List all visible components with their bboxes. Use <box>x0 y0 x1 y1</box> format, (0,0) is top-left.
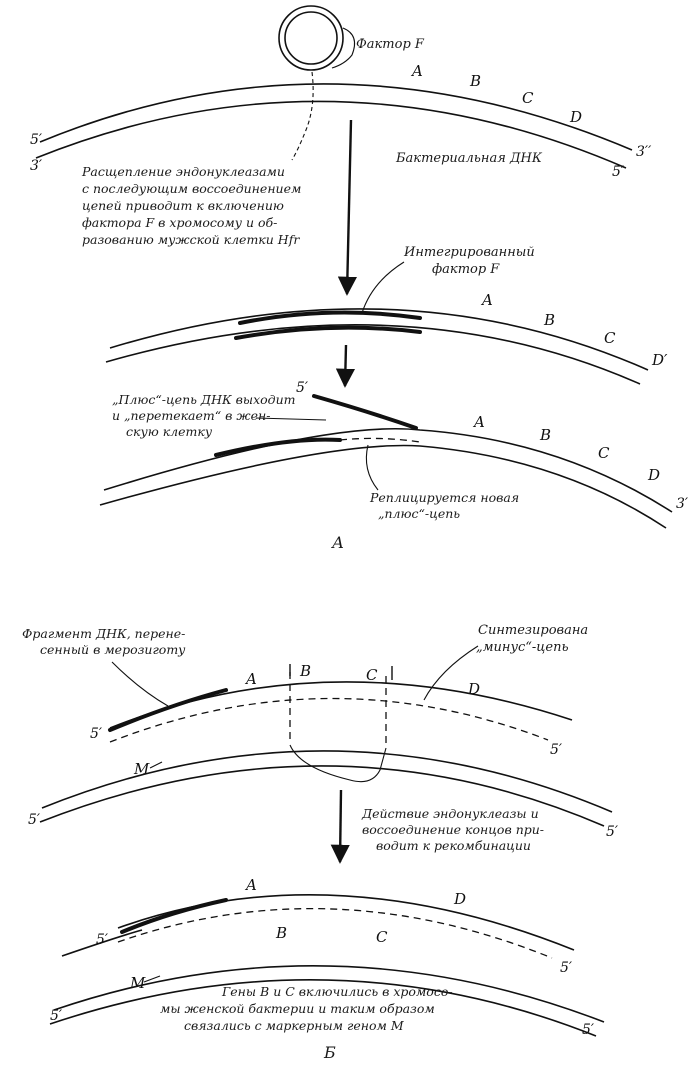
svg-text:разованию мужской клетки Hfr: разованию мужской клетки Hfr <box>82 232 300 247</box>
svg-text:и „перетекает“ в жен-: и „перетекает“ в жен- <box>112 408 270 423</box>
recombinant-dna <box>49 894 605 1037</box>
gene-c-5: C <box>376 928 388 946</box>
gene-a-1: A <box>410 62 423 80</box>
dna-duplex-transfer <box>99 394 673 529</box>
plus-strand-text: „Плюс“-цепь ДНК выходит и „перетекает“ в… <box>112 392 295 439</box>
svg-text:сенный в мерозиготу: сенный в мерозиготу <box>40 642 186 657</box>
end-5-recomb-right: 5′ <box>560 960 573 976</box>
step-arrow-3 <box>330 789 350 864</box>
gene-c-1: C <box>522 89 534 107</box>
gene-c-3: C <box>598 444 610 462</box>
end-5-top: 5′ <box>30 132 43 148</box>
svg-text:Реплицируется новая: Реплицируется новая <box>369 490 519 505</box>
svg-text:водит к рекомбинации: водит к рекомбинации <box>376 838 531 853</box>
marker-m-1: M <box>133 760 150 778</box>
svg-text:фактор F: фактор F <box>432 262 500 277</box>
replicated-text: Реплицируется новая „плюс“-цепь <box>369 490 519 521</box>
svg-text:Интегрированный: Интегрированный <box>403 245 535 260</box>
svg-text:с последующим воссоединением: с последующим воссоединением <box>82 181 301 196</box>
endonuclease-text: Действие эндонуклеазы и воссоединение ко… <box>361 806 544 853</box>
gene-b-4: B <box>299 662 311 680</box>
svg-text:цепей приводит к включению: цепей приводит к включению <box>82 198 284 213</box>
gene-d-5: D <box>453 890 466 908</box>
marker-m-2: M <box>129 974 146 992</box>
end-5-recomb-right2: 5′ <box>582 1022 595 1038</box>
svg-text:„минус“-цепь: „минус“-цепь <box>476 640 569 655</box>
gene-a-5: A <box>244 876 257 894</box>
gene-d-1: D <box>569 108 582 126</box>
svg-text:фактора F в хромосому и об-: фактора F в хромосому и об- <box>82 215 277 230</box>
merozygote-dna <box>39 672 613 827</box>
gene-c-4: C <box>366 666 378 684</box>
svg-text:Расщепление эндонуклеазами: Расщепление эндонуклеазами <box>81 164 285 179</box>
end-5-plus: 5′ <box>296 380 309 396</box>
bacterial-dna-duplex-1 <box>35 83 633 169</box>
gene-b-1: B <box>469 72 481 90</box>
end-3-right: 3′′ <box>636 144 652 160</box>
svg-text:„плюс“-цепь: „плюс“-цепь <box>378 506 460 521</box>
end-5-recomb-left: 5′ <box>50 1008 63 1024</box>
gene-c-2: C <box>604 329 616 347</box>
gene-a-4: A <box>244 670 257 688</box>
svg-text:скую клетку: скую клетку <box>126 424 213 439</box>
gene-d-3: D <box>647 466 660 484</box>
svg-text:Фрагмент ДНК, перене-: Фрагмент ДНК, перене- <box>22 626 185 641</box>
end-5-minus: 5′ <box>550 742 563 758</box>
gene-d-4: D <box>467 680 480 698</box>
bacterial-dna-label: Бактериальная ДНК <box>395 151 543 166</box>
svg-text:Синтезирована: Синтезирована <box>478 623 588 638</box>
factor-f-label: Фактор F <box>356 37 425 52</box>
dna-duplex-integrated <box>105 308 649 385</box>
end-5-right: 5′ <box>612 164 625 180</box>
cleavage-text: Расщепление эндонуклеазами с последующим… <box>81 164 301 247</box>
end-3-top: 3′ <box>30 158 43 174</box>
step-arrow-2 <box>335 344 356 388</box>
panel-b-label: Б <box>323 1043 336 1062</box>
svg-text:мы женской бактерии и таким об: мы женской бактерии и таким образом <box>160 1001 435 1016</box>
panel-a-label: А <box>331 533 344 552</box>
fragment-text: Фрагмент ДНК, перене- сенный в мерозигот… <box>22 626 186 657</box>
svg-text:воссоединение концов при-: воссоединение концов при- <box>362 822 544 837</box>
end-5-recipient-left: 5′ <box>28 812 41 828</box>
svg-text:Гены В и С включились в хромос: Гены В и С включились в хромосо- <box>221 984 453 999</box>
gene-a-3: A <box>472 413 485 431</box>
svg-text:связались с маркерным геном М: связались с маркерным геном М <box>184 1018 405 1033</box>
gene-b-2: B <box>543 311 555 329</box>
gene-b-5: B <box>275 924 287 942</box>
integrated-f-label: Интегрированный фактор F <box>403 245 535 277</box>
gene-d-2: D′ <box>651 351 668 369</box>
gene-b-3: B <box>539 426 551 444</box>
synth-text: Синтезирована „минус“-цепь <box>476 623 588 655</box>
result-text: Гены В и С включились в хромосо- мы женс… <box>160 984 453 1033</box>
step-arrow-1 <box>337 119 357 296</box>
end-5-fragment: 5′ <box>90 726 103 742</box>
end-5-recipient-right: 5′ <box>606 824 619 840</box>
end-5-recomb: 5′ <box>96 932 109 948</box>
f-factor-plasmid <box>278 5 356 71</box>
svg-text:„Плюс“-цепь ДНК выходит: „Плюс“-цепь ДНК выходит <box>112 392 295 407</box>
svg-text:Действие эндонуклеазы и: Действие эндонуклеазы и <box>361 806 539 821</box>
gene-a-2: A <box>480 291 493 309</box>
end-3-bottom: 3′ <box>676 496 689 512</box>
